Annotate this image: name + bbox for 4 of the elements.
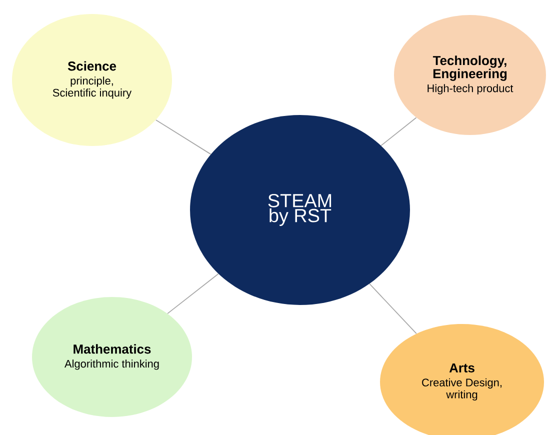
connector-line [167, 273, 219, 314]
connector-line [156, 120, 212, 155]
connector-line [380, 117, 417, 146]
connector-line [369, 283, 417, 334]
